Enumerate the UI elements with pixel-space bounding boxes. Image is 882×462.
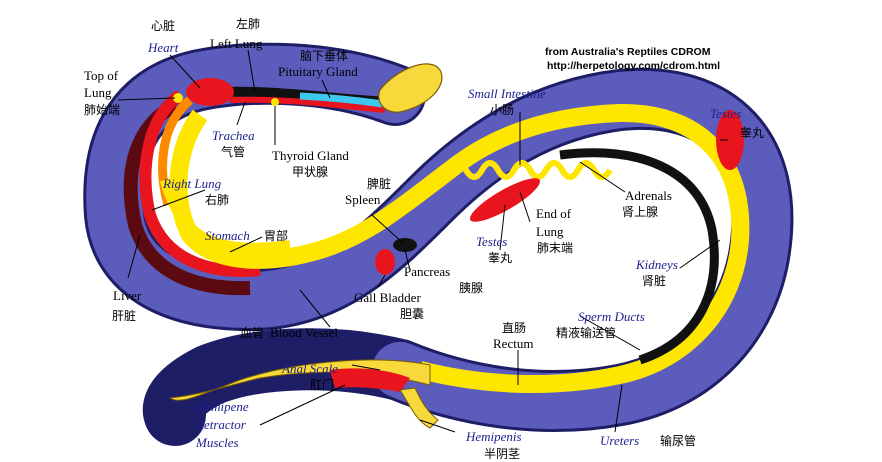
ureters-label: Ureters: [600, 433, 639, 448]
blood-vessel-label-cn: 血管: [240, 325, 264, 340]
left-lung-label: Left Lung: [210, 36, 263, 51]
gall-bladder-label: Gall Bladder: [354, 290, 421, 305]
rectum-label: Rectum: [493, 336, 533, 351]
gall-bladder-organ: [375, 249, 395, 275]
gall-bladder-label-cn: 胆囊: [400, 306, 424, 321]
small-intestine-label-cn: 小肠: [490, 103, 514, 117]
trachea-band: [229, 96, 386, 113]
adrenals-label-cn: 肾上腺: [622, 205, 658, 219]
right-lung-label-cn: 右肺: [205, 192, 229, 207]
hemipenis-label: Hemipenis: [465, 429, 522, 444]
hemipenis-organ: [399, 387, 439, 429]
end-lung-label-1: End of: [536, 206, 572, 221]
spleen-organ: [393, 238, 417, 252]
top-lung-label-cn: 肺始端: [84, 103, 120, 117]
trachea-label: Trachea: [212, 128, 255, 143]
heart-organ: [186, 78, 234, 106]
rectum-label-cn: 直肠: [502, 321, 526, 335]
top-lung-label-2: Lung: [84, 85, 112, 100]
end-lung-label-2: Lung: [536, 224, 564, 239]
source-line-2: http://herpetology.com/cdrom.html: [547, 60, 720, 72]
liver-band: [123, 98, 251, 296]
hemipene-label-2: Retractor: [195, 417, 247, 432]
pituitary-label-cn: 脑下垂体: [300, 49, 348, 63]
stomach-band: [160, 178, 291, 253]
testes-mid-organ: [470, 178, 540, 222]
pancreas-label-cn: 胰腺: [459, 281, 483, 295]
blood-vessel-label: Blood Vessel: [270, 325, 338, 340]
heart-label: Heart: [147, 40, 179, 55]
heart-label-cn: 心脏: [151, 18, 175, 33]
lung-top-organ: [173, 93, 183, 103]
testes-right-organ: [716, 110, 744, 170]
anal-scale-label-cn: 肛门: [310, 377, 334, 392]
liver-label: Liver: [113, 288, 142, 303]
snake-body: [83, 42, 794, 446]
snake-head: [378, 63, 443, 113]
retractor-muscle: [330, 368, 410, 392]
ureters-label-cn: 输尿管: [660, 433, 696, 448]
end-lung-label-cn: 肺末端: [537, 241, 573, 255]
thyroid-organ: [271, 98, 279, 106]
lung-band: [139, 90, 261, 277]
testes-right-label-cn: 睾丸: [740, 125, 764, 140]
fat-band: [169, 103, 750, 394]
trachea-label-cn: 气管: [221, 144, 245, 159]
testes-mid-label-cn: 睾丸: [488, 250, 512, 265]
stomach-label: Stomach: [205, 228, 250, 243]
source-line-1: from Australia's Reptiles CDROM: [545, 46, 711, 58]
top-lung-label-1: Top of: [84, 68, 119, 83]
thyroid-label: Thyroid Gland: [272, 148, 349, 163]
kidneys-label: Kidneys: [635, 257, 678, 272]
testes-right-label: Testes: [710, 106, 741, 121]
pituitary-label: Pituitary Gland: [278, 64, 358, 79]
sperm-ducts-label-cn: 精液输送管: [556, 325, 616, 340]
pancreas-label: Pancreas: [404, 264, 450, 279]
small-intestine-label: Small Intestine: [468, 86, 546, 101]
leader-lines: [117, 49, 728, 433]
testes-mid-label: Testes: [476, 234, 507, 249]
kidneys-label-cn: 肾脏: [642, 273, 666, 288]
left-lung-label-cn: 左肺: [236, 16, 260, 31]
kidney-band: [559, 148, 719, 365]
right-lung-label: Right Lung: [162, 176, 222, 191]
liver-label-cn: 肝脏: [112, 308, 136, 323]
spleen-label: Spleen: [345, 192, 381, 207]
stomach-label-cn: 胃部: [264, 228, 288, 243]
hemipene-label-3: Muscles: [195, 435, 239, 450]
anal-scale-label: Anal Scale: [281, 361, 338, 376]
thyroid-label-cn: 甲状腺: [292, 165, 328, 179]
hemipenis-label-cn: 半阴茎: [484, 447, 520, 461]
spleen-label-cn: 脾脏: [367, 176, 391, 191]
adrenals-label: Adrenals: [625, 188, 672, 203]
hemipene-label-1: Hemipene: [195, 399, 249, 414]
sperm-ducts-label: Sperm Ducts: [578, 309, 645, 324]
